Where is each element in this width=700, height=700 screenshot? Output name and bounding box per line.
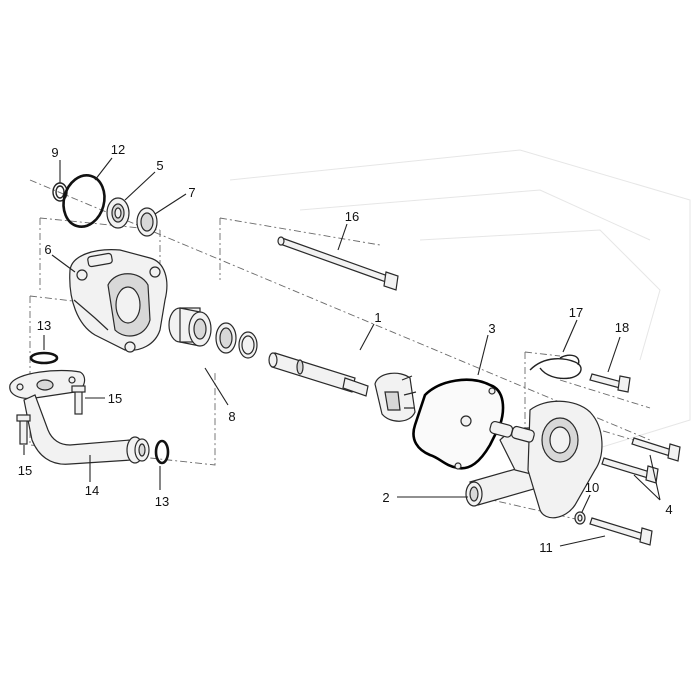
part-bottom-bolt [589, 517, 653, 546]
callout-17: 17 [569, 305, 583, 320]
callout-12: 12 [111, 142, 125, 157]
callout-13-lower: 13 [155, 494, 169, 509]
part-seal-set [168, 307, 258, 359]
part-gasket [412, 378, 505, 470]
part-small-bolt-upper [71, 385, 86, 415]
callout-7: 7 [188, 185, 195, 200]
part-small-o-ring-left [29, 351, 59, 365]
callout-6: 6 [44, 242, 51, 257]
callout-9: 9 [51, 145, 58, 160]
background-engine-outline [229, 149, 691, 461]
callout-8: 8 [228, 409, 235, 424]
part-spring-clip [529, 354, 582, 380]
part-shaft-impeller [268, 352, 417, 422]
callout-5: 5 [156, 158, 163, 173]
leader-lines [23, 157, 661, 547]
part-pump-body [465, 400, 603, 519]
part-small-bolt-lower [16, 414, 31, 445]
part-short-bolt [589, 373, 631, 393]
callout-11: 11 [539, 540, 553, 555]
part-bearing [106, 197, 130, 229]
callout-10: 10 [585, 480, 599, 495]
callout-3: 3 [488, 321, 495, 336]
callout-16: 16 [345, 209, 359, 224]
callout-1: 1 [374, 310, 381, 325]
callout-4: 4 [665, 502, 672, 517]
callout-18: 18 [615, 320, 629, 335]
part-seal [136, 207, 158, 237]
callout-labels: 9 12 5 7 6 16 1 3 17 18 8 2 4 10 11 13 1… [18, 142, 673, 555]
callout-15-lower: 15 [18, 463, 32, 478]
part-washer [574, 511, 586, 525]
callout-15-upper: 15 [108, 391, 122, 406]
part-pump-cover [69, 249, 168, 353]
callout-2: 2 [382, 490, 389, 505]
callout-14: 14 [85, 483, 99, 498]
part-small-o-ring-right [154, 439, 170, 465]
callout-13-upper: 13 [37, 318, 51, 333]
part-coolant-pipe [9, 369, 150, 465]
part-bolt-pair [601, 437, 681, 484]
part-long-bolt [277, 236, 399, 291]
part-large-o-ring [62, 174, 106, 228]
